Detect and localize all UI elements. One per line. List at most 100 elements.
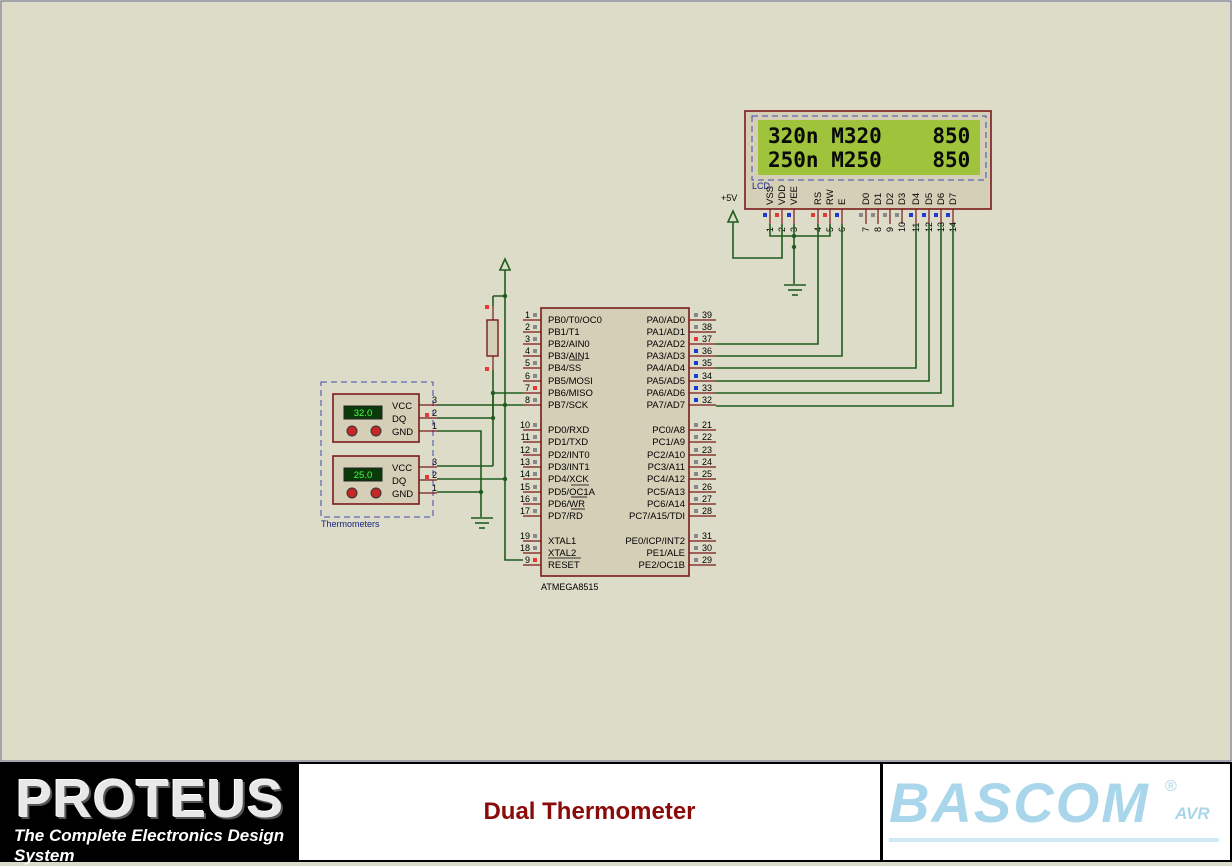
mcu-pin-label: PA6/AD6 [647, 388, 685, 399]
power-label: +5V [721, 193, 737, 203]
sensor-pin-number: 3 [432, 457, 437, 467]
thermometer-group[interactable]: Thermometers 32.0VCC3DQ2GND125.0VCC3DQ2G… [320, 381, 437, 529]
schematic-canvas[interactable]: 320n M320 850 250n M250 850 LCD VSS1VDD2… [0, 0, 1232, 762]
mcu-pin-number: 15 [520, 482, 530, 492]
proteus-logo: PROTEUS The Complete Electronics Design … [2, 764, 296, 865]
mcu-pin-label: PD7/RD [548, 511, 583, 522]
decrease-button[interactable] [346, 425, 358, 437]
proteus-logo-text: PROTEUS [16, 769, 285, 829]
lcd-pin-number: 7 [861, 227, 871, 232]
lcd-pin-number: 10 [897, 222, 907, 232]
lcd-ground [769, 224, 831, 296]
mcu-pin-number: 19 [520, 531, 530, 541]
pullup-resistor[interactable] [485, 257, 523, 561]
mcu-pin-label: PC7/A15/TDI [629, 511, 685, 522]
bascom-underline [889, 838, 1219, 842]
lcd-pin-label: VEE [789, 186, 800, 205]
mcu-pin-number: 29 [702, 555, 712, 565]
mcu-pin-number: 23 [702, 445, 712, 455]
mcu-pin-label: PB3/AIN1 [548, 351, 590, 362]
mcu-pin-label: PA0/AD0 [647, 315, 685, 326]
mcu-pin-label: PD6/WR [548, 499, 585, 510]
mcu-pin-label: PE0/ICP/INT2 [625, 536, 685, 547]
mcu-pin-number: 31 [702, 531, 712, 541]
mcu-pin-label: PC6/A14 [647, 499, 685, 510]
mcu-pin-label: PC0/A8 [652, 425, 685, 436]
sheet-border [0, 0, 1232, 762]
mcu-pin-label: PD1/TXD [548, 437, 588, 448]
wire-lcd-gnd-bus [769, 224, 831, 237]
sensor-wires [437, 390, 523, 529]
mcu-pin-label: PA4/AD4 [647, 363, 685, 374]
bascom-logo-text: BASCOM [889, 771, 1150, 834]
mcu-pin-number: 13 [520, 457, 530, 467]
lcd-pin-label: D5 [924, 193, 935, 205]
mcu-pin-number: 1 [525, 310, 530, 320]
power-arrow-icon [498, 257, 512, 271]
mcu-pin-label: PC5/A13 [647, 487, 685, 498]
wire-reset [493, 295, 523, 561]
mcu-pin-number: 12 [520, 445, 530, 455]
mcu-pin-label: PD0/RXD [548, 425, 589, 436]
increase-button[interactable] [370, 487, 382, 499]
mcu-pin-number: 34 [702, 371, 712, 381]
bascom-avr-text: AVR [1175, 804, 1210, 823]
mcu-pin-label: PC2/A10 [647, 450, 685, 461]
mcu-pin-label: PB7/SCK [548, 400, 589, 411]
sensor-pin-number: 1 [432, 483, 437, 493]
lcd-outline [751, 115, 987, 181]
mcu-pin-label: PB2/AIN0 [548, 339, 590, 350]
mcu-pin-number: 10 [520, 420, 530, 430]
mcu-pin-number: 11 [521, 432, 530, 442]
mcu-pin-label: PA1/AD1 [647, 327, 685, 338]
mcu-pin-label: PA2/AD2 [647, 339, 685, 350]
sensor-reading: 32.0 [354, 408, 373, 419]
mcu-pin-number: 7 [525, 383, 530, 393]
lcd-screen [758, 120, 980, 175]
mcu-pin-number: 3 [525, 334, 530, 344]
mcu-pin-label: PB4/SS [548, 363, 581, 374]
mcu-body [540, 307, 690, 577]
lcd-ref: LCD [752, 181, 771, 191]
mcu-pin-number: 26 [702, 482, 712, 492]
mcu-pin-label: PA7/AD7 [647, 400, 685, 411]
mcu-pin-label: PD4/XCK [548, 474, 589, 485]
lcd-bus-wires [716, 224, 954, 407]
lcd-pin-label: VDD [777, 185, 788, 205]
lcd-pin-label: D6 [936, 193, 947, 205]
mcu-pin-label: PE2/OC1B [639, 560, 685, 571]
mcu-pin-label: PD2/INT0 [548, 450, 590, 461]
mcu-pin-number: 16 [520, 494, 530, 504]
mcu-pin-number: 37 [702, 334, 712, 344]
sensor-pin-label: DQ [392, 414, 406, 425]
lcd-pin-label: VSS [765, 186, 776, 205]
mcu-pin-number: 32 [702, 395, 712, 405]
mcu-pin-number: 38 [702, 322, 712, 332]
mcu-pin-label: XTAL1 [548, 536, 576, 547]
mcu-pin-label: PA5/AD5 [647, 376, 685, 387]
mcu-pin-number: 6 [525, 371, 530, 381]
mcu-pin-number: 39 [702, 310, 712, 320]
lcd-pin-label: D1 [873, 193, 884, 205]
lcd-pin-label: D4 [911, 193, 922, 205]
lcd-display[interactable]: 320n M320 850 250n M250 850 LCD VSS1VDD2… [744, 110, 992, 232]
power-arrow-icon [726, 209, 740, 223]
sensor-pin-number: 2 [432, 470, 437, 480]
mcu-pin-label: RESET [548, 560, 580, 571]
sensor-pin-label: VCC [392, 463, 412, 474]
decrease-button[interactable] [346, 487, 358, 499]
lcd-pin-label: D7 [948, 193, 959, 205]
mcu-pin-number: 30 [702, 543, 712, 553]
bascom-registered: ® [1165, 778, 1177, 795]
title-cell: Dual Thermometer [299, 764, 880, 860]
mcu-pin-number: 9 [525, 555, 530, 565]
increase-button[interactable] [370, 425, 382, 437]
sensor-pin-number: 2 [432, 408, 437, 418]
power-terminal[interactable]: +5V [721, 193, 783, 259]
